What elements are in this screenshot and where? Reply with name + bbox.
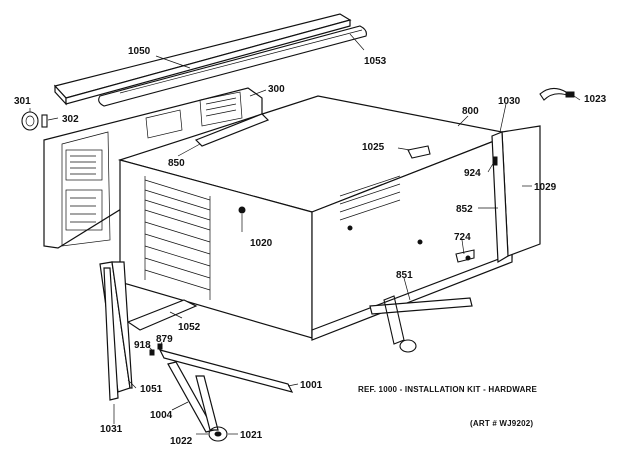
leg-1004 <box>167 361 219 433</box>
rear-gasket-1029 <box>491 125 541 264</box>
label-1052: 1052 <box>178 322 201 333</box>
leader-lines <box>29 33 581 435</box>
label-1053: 1053 <box>364 56 387 67</box>
label-300: 300 <box>268 84 285 95</box>
reference-note: REF. 1000 - INSTALLATION KIT - HARDWARE <box>358 385 538 394</box>
label-1020: 1020 <box>250 238 273 249</box>
label-1021: 1021 <box>240 430 263 441</box>
sill-support-1001 <box>158 349 294 393</box>
cabinet-body-800 <box>117 95 515 341</box>
label-1022: 1022 <box>170 436 193 447</box>
label-1030: 1030 <box>498 96 521 107</box>
label-1029: 1029 <box>534 182 557 193</box>
label-850: 850 <box>168 158 185 169</box>
label-1051: 1051 <box>140 384 163 395</box>
knob-301 <box>21 111 39 131</box>
top-rod-1053 <box>98 25 367 107</box>
label-302: 302 <box>62 114 79 125</box>
art-number-note: (ART # WJ9202) <box>470 419 533 428</box>
screw-924 <box>492 156 498 166</box>
label-851: 851 <box>396 270 413 281</box>
label-724: 724 <box>454 232 471 243</box>
bracket-1025 <box>407 145 431 159</box>
label-1050: 1050 <box>128 46 151 57</box>
foot-1021 <box>208 426 228 442</box>
label-1004: 1004 <box>150 410 173 421</box>
label-1001: 1001 <box>300 380 323 391</box>
top-trim-strip-1050 <box>53 13 352 106</box>
screw-879 <box>157 343 163 350</box>
strap-1023 <box>539 87 575 101</box>
label-800: 800 <box>462 106 479 117</box>
label-301: 301 <box>14 96 31 107</box>
label-918: 918 <box>134 340 151 351</box>
side-angle-1031 <box>103 267 119 401</box>
label-1025: 1025 <box>362 142 385 153</box>
clip-302 <box>41 114 48 128</box>
bracket-724 <box>455 249 475 263</box>
label-852: 852 <box>456 204 473 215</box>
rail-851 <box>369 295 473 353</box>
support-1052 <box>126 299 198 331</box>
label-1031: 1031 <box>100 424 123 435</box>
label-1023: 1023 <box>584 94 607 105</box>
label-924: 924 <box>464 168 481 179</box>
label-879: 879 <box>156 334 173 345</box>
